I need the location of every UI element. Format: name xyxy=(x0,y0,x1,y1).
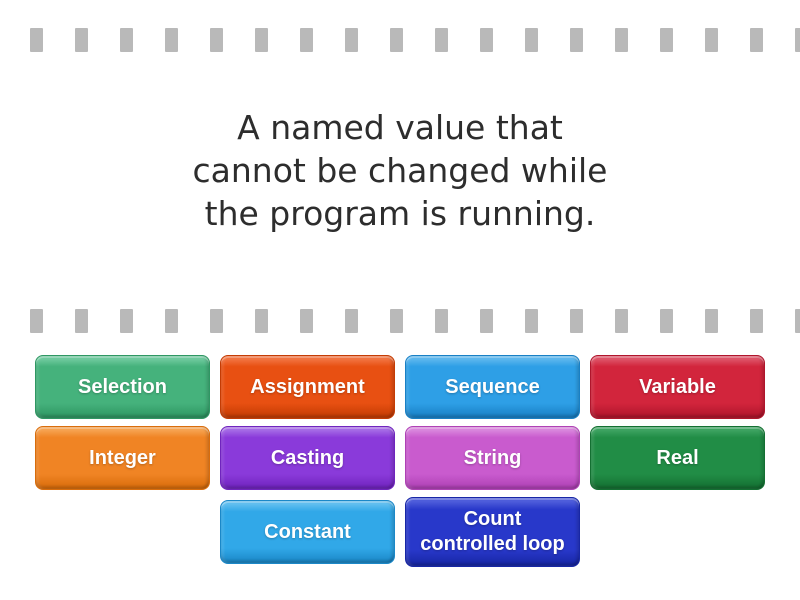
divider-square xyxy=(480,309,493,333)
answer-tile-label: Real xyxy=(656,446,699,469)
divider-square xyxy=(615,309,628,333)
answer-tile-sequence[interactable]: Sequence xyxy=(405,355,580,419)
answer-tile-string[interactable]: String xyxy=(405,426,580,490)
divider-square xyxy=(390,28,403,52)
answer-tile-variable[interactable]: Variable xyxy=(590,355,765,419)
divider-square xyxy=(210,28,223,52)
divider-square xyxy=(120,309,133,333)
divider-square xyxy=(570,309,583,333)
answer-tile-count-controlled-loop[interactable]: Count controlled loop xyxy=(405,497,580,567)
divider-square xyxy=(345,28,358,52)
answer-tile-selection[interactable]: Selection xyxy=(35,355,210,419)
divider-square xyxy=(30,28,43,52)
divider-square xyxy=(570,28,583,52)
divider-square xyxy=(345,309,358,333)
divider-square xyxy=(435,309,448,333)
divider-square xyxy=(525,28,538,52)
divider-square xyxy=(795,309,800,333)
divider-square xyxy=(660,309,673,333)
answer-tile-label: Assignment xyxy=(250,375,365,398)
divider-square xyxy=(705,28,718,52)
answer-tile-label: Casting xyxy=(270,446,345,469)
divider-square xyxy=(255,309,268,333)
divider-square xyxy=(750,309,763,333)
answer-tile-constant[interactable]: Constant xyxy=(220,500,395,564)
dashed-divider-bottom xyxy=(30,309,800,333)
divider-square xyxy=(525,309,538,333)
answer-tile-label: Selection xyxy=(78,375,167,398)
divider-square xyxy=(255,28,268,52)
divider-square xyxy=(705,309,718,333)
divider-square xyxy=(660,28,673,52)
answer-tile-label: Constant xyxy=(264,520,351,543)
answer-tile-integer[interactable]: Integer xyxy=(35,426,210,490)
answer-tile-casting[interactable]: Casting xyxy=(220,426,395,490)
question-text: A named value that cannot be changed whi… xyxy=(192,108,608,233)
divider-square xyxy=(480,28,493,52)
divider-square xyxy=(795,28,800,52)
answer-tile-label: Count controlled loop xyxy=(420,508,565,555)
divider-square xyxy=(300,309,313,333)
divider-square xyxy=(75,309,88,333)
divider-square xyxy=(435,28,448,52)
divider-square xyxy=(165,309,178,333)
answer-tile-label: Sequence xyxy=(445,375,540,398)
divider-square xyxy=(300,28,313,52)
divider-square xyxy=(75,28,88,52)
answer-tile-label: String xyxy=(463,446,522,469)
answer-tile-real[interactable]: Real xyxy=(590,426,765,490)
answer-tile-assignment[interactable]: Assignment xyxy=(220,355,395,419)
divider-square xyxy=(165,28,178,52)
divider-square xyxy=(30,309,43,333)
divider-square xyxy=(210,309,223,333)
dashed-divider-top xyxy=(30,28,800,52)
divider-square xyxy=(750,28,763,52)
divider-square xyxy=(615,28,628,52)
divider-square xyxy=(390,309,403,333)
divider-square xyxy=(120,28,133,52)
answer-tile-label: Integer xyxy=(89,446,156,469)
answer-tile-label: Variable xyxy=(639,375,716,398)
